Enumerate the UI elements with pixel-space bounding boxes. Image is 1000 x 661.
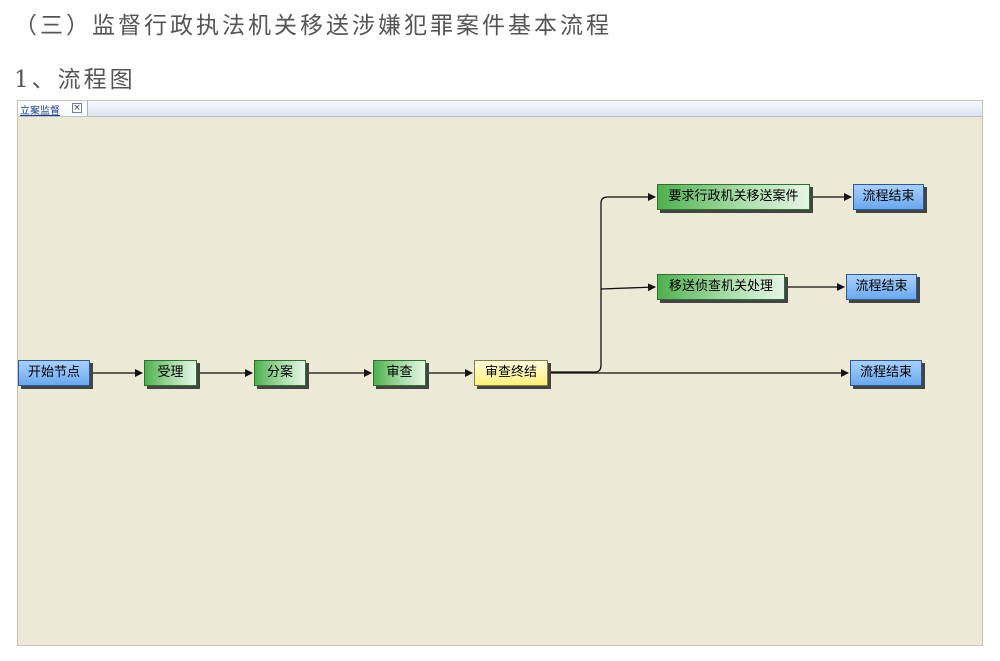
node-accept[interactable]: 受理 <box>144 360 197 386</box>
node-end-3[interactable]: 流程结束 <box>850 360 922 386</box>
close-icon[interactable]: × <box>72 103 82 113</box>
node-end-1[interactable]: 流程结束 <box>853 184 924 210</box>
node-start[interactable]: 开始节点 <box>18 360 90 386</box>
node-review-end[interactable]: 审查终结 <box>474 360 548 386</box>
node-transfer-investigation[interactable]: 移送侦查机关处理 <box>657 274 785 300</box>
node-request-transfer[interactable]: 要求行政机关移送案件 <box>657 184 810 210</box>
document-subheading: 1、流程图 <box>14 67 136 93</box>
tab-label: 立案监督 <box>20 106 60 117</box>
connector-reviewend-request <box>548 193 656 373</box>
document-heading: （三）监督行政执法机关移送涉嫌犯罪案件基本流程 <box>14 13 612 39</box>
flowchart-connectors <box>90 193 852 377</box>
node-review[interactable]: 审查 <box>373 360 426 386</box>
connector-branch-transfer <box>600 283 656 292</box>
tab-case-supervision[interactable]: 立案监督 × <box>18 101 88 117</box>
node-assign[interactable]: 分案 <box>254 360 306 386</box>
tab-strip: 立案监督 × <box>18 101 982 117</box>
flowchart-window: 立案监督 × 开始节点 受理 分案 审查 审查终结 要求行政机关移送案件 移送侦… <box>17 100 983 646</box>
node-end-2[interactable]: 流程结束 <box>846 274 917 300</box>
